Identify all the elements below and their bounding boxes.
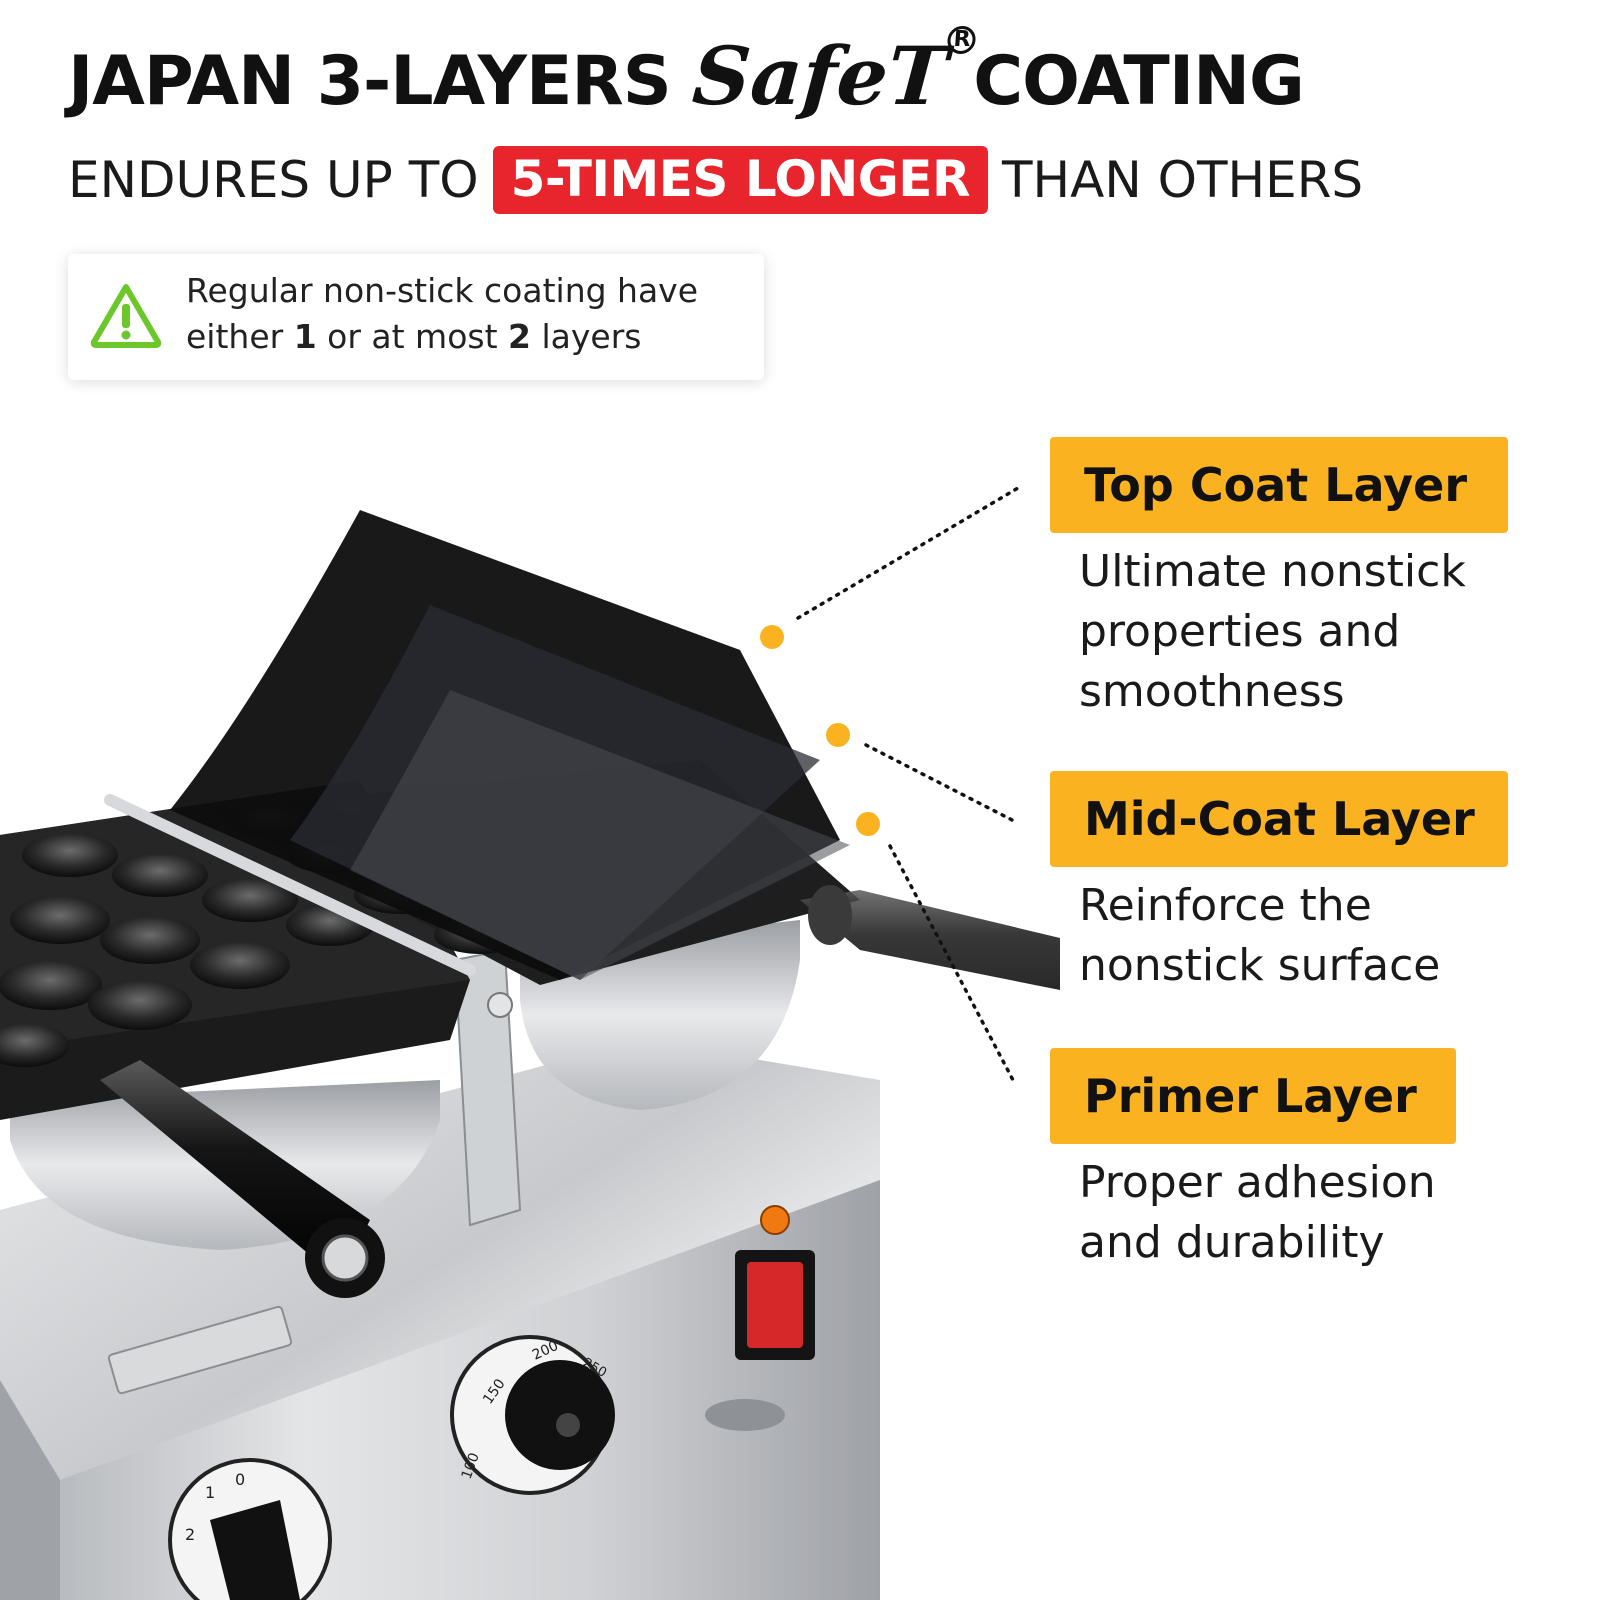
hinge-bolt [487, 992, 513, 1018]
headline-suffix: COATING [973, 42, 1305, 121]
warning-note-text: Regular non-stick coating have either 1 … [186, 268, 746, 360]
warning-note-line1: Regular non-stick coating have [186, 271, 699, 310]
layer-desc-top-coat: Ultimate nonstick properties and smoothn… [1079, 542, 1559, 722]
layer-desc-line: and durability [1079, 1217, 1385, 1268]
brand-badge [107, 1305, 293, 1395]
warning-note-card: Regular non-stick coating have either 1 … [68, 254, 764, 380]
layer-desc-line: smoothness [1079, 666, 1345, 717]
primer-sheet [350, 690, 850, 980]
warning-triangle-icon [90, 284, 162, 348]
note-text-part: either [186, 317, 294, 356]
base-foot [705, 1399, 785, 1431]
note-text-part: or at most [316, 317, 509, 356]
waffle-maker-illustration: 100 150 200 250 0 1 2 [0, 510, 1060, 1600]
layer-desc-mid-coat: Reinforce the nonstick surface [1079, 876, 1559, 996]
layer-desc-line: Ultimate nonstick [1079, 546, 1466, 597]
front-handle-cap [321, 1234, 369, 1282]
subheadline-before: ENDURES UP TO [68, 151, 479, 209]
layer-tag-primer: Primer Layer [1050, 1048, 1456, 1144]
right-handle-joint [808, 885, 852, 945]
layer-desc-primer: Proper adhesion and durability [1079, 1153, 1559, 1273]
timer-mark: 1 [205, 1483, 215, 1502]
headline: JAPAN 3-LAYERS SafeT R COATING [68, 26, 1305, 123]
brand-logo: SafeT R [689, 26, 977, 123]
subheadline-after: THAN OTHERS [1001, 151, 1364, 209]
layer-tag-mid-coat: Mid-Coat Layer [1050, 771, 1508, 867]
warning-note-line2: either 1 or at most 2 layers [186, 314, 746, 360]
power-switch [747, 1262, 803, 1348]
timer-mark: 0 [235, 1470, 245, 1489]
subheadline-highlight: 5-TIMES LONGER [492, 146, 988, 214]
layer-desc-line: nonstick surface [1079, 940, 1441, 991]
knob-center [556, 1413, 580, 1437]
layer-desc-line: Reinforce the [1079, 880, 1372, 931]
note-number-two: 2 [508, 317, 531, 356]
base-side [0, 1380, 60, 1600]
registered-mark: R [946, 26, 977, 54]
brand-name: SafeT [689, 29, 951, 123]
timer-knob [210, 1500, 300, 1600]
hinge-rod [104, 794, 476, 976]
temperature-knob [505, 1360, 615, 1470]
note-text-part: layers [530, 317, 642, 356]
layer-tag-top-coat: Top Coat Layer [1050, 437, 1508, 533]
note-number-one: 1 [293, 317, 317, 356]
front-handle [100, 1060, 370, 1280]
timer-mark: 2 [185, 1525, 195, 1544]
indicator-lamp [760, 1205, 790, 1235]
headline-prefix: JAPAN 3-LAYERS [68, 42, 672, 121]
layer-desc-line: properties and [1079, 606, 1401, 657]
subheadline: ENDURES UP TO 5-TIMES LONGER THAN OTHERS [68, 146, 1363, 214]
layer-desc-line: Proper adhesion [1079, 1157, 1436, 1208]
left-plate-cavities [0, 833, 374, 1067]
